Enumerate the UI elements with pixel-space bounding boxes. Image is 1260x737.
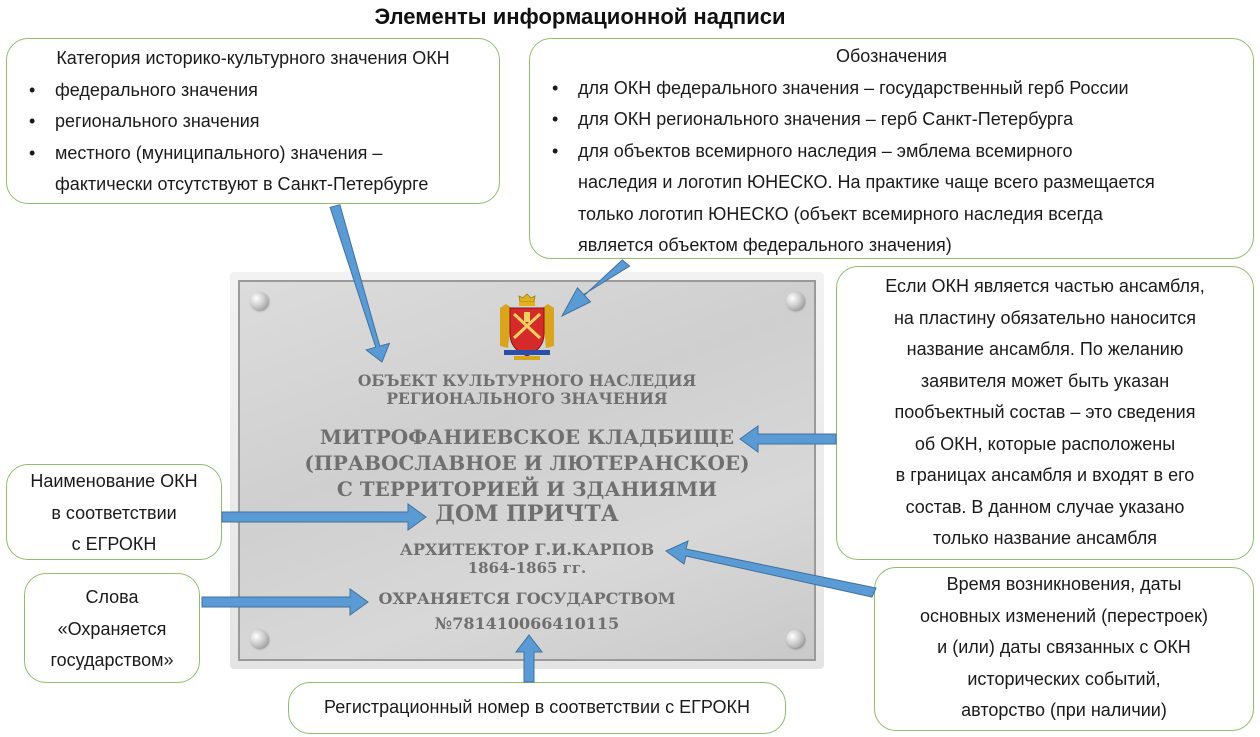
ensemble-line: заявителя может быть указан xyxy=(920,370,1170,391)
plaque-name-line: МИТРОФАНИЕВСКОЕ КЛАДБИЩЕ xyxy=(319,425,735,449)
dates-line: основных изменений (перестроек) xyxy=(919,605,1209,626)
ensemble-line: в границах ансамбля и входят в его xyxy=(895,465,1195,485)
plaque: ОБЪЕКТ КУЛЬТУРНОГО НАСЛЕДИЯ РЕГИОНАЛЬНОГ… xyxy=(230,272,824,669)
arrow-symbols xyxy=(560,259,631,318)
list-item: для ОКН федерального значения – государс… xyxy=(552,73,1253,105)
plaque-house: ДОМ ПРИЧТА xyxy=(435,501,619,527)
plaque-object-name: МИТРОФАНИЕВСКОЕ КЛАДБИЩЕ (ПРАВОСЛАВНОЕ И… xyxy=(230,424,824,502)
arrow-words xyxy=(201,588,369,616)
list-item-continuation: фактически отсутствуют в Санкт-Петербург… xyxy=(55,174,429,194)
dates-box: Время возникновения, даты основных измен… xyxy=(874,567,1254,731)
screw-icon xyxy=(250,292,268,310)
dates-line: Время возникновения, даты xyxy=(946,574,1182,594)
ensemble-line: состав. В данном случае указано xyxy=(905,496,1185,517)
list-item: местного (муниципального) значения – xyxy=(29,138,499,170)
plaque-name-line: (ПРАВОСЛАВНОЕ И ЛЮТЕРАНСКОЕ) xyxy=(304,451,750,475)
ensemble-line: Если ОКН является частью ансамбля, xyxy=(885,276,1205,296)
plaque-dates: 1864-1865 гг. xyxy=(467,559,587,577)
ensemble-line: только название ансамбля xyxy=(933,528,1157,548)
list-item: федерального значения xyxy=(29,75,499,107)
dates-line: авторство (при наличии) xyxy=(961,700,1167,720)
symbols-heading: Обозначения xyxy=(835,46,948,66)
arrow-dates xyxy=(665,540,877,598)
regnum-text: Регистрационный номер в соответствии с Е… xyxy=(324,697,750,717)
list-item: для ОКН регионального значения – герб Са… xyxy=(552,104,1253,136)
regnum-box: Регистрационный номер в соответствии с Е… xyxy=(288,682,786,734)
ensemble-box: Если ОКН является частью ансамбля, на пл… xyxy=(836,266,1254,560)
ensemble-line: на пластину обязательно наносится xyxy=(893,307,1197,328)
arrow-name xyxy=(221,503,427,531)
list-item-continuation: только логотип ЮНЕСКО (объект всемирного… xyxy=(578,203,1103,224)
words-line: государством» xyxy=(50,650,174,670)
list-item-continuation: наследия и логотип ЮНЕСКО. На практике ч… xyxy=(578,172,1155,192)
plaque-name-line: С ТЕРРИТОРИЕЙ И ЗДАНИЯМИ xyxy=(336,477,718,501)
arrow-category xyxy=(329,204,391,363)
list-item: для объектов всемирного наследия – эмбле… xyxy=(552,136,1253,168)
name-line: в соответствии xyxy=(51,502,177,523)
diagram-title: Элементы информационной надписи xyxy=(374,4,786,29)
screw-icon xyxy=(250,630,268,648)
dates-line: и (или) даты связанных с ОКН xyxy=(937,637,1191,657)
plaque-number: №781410066410115 xyxy=(434,614,620,633)
words-line: «Охраняется xyxy=(57,618,167,639)
plaque-architect: АРХИТЕКТОР Г.И.КАРПОВ xyxy=(399,540,655,559)
arrow-ensemble xyxy=(739,425,837,453)
category-heading: Категория историко-культурного значения … xyxy=(56,48,450,68)
symbols-list: для ОКН федерального значения – государс… xyxy=(530,73,1253,168)
list-item: регионального значения xyxy=(29,106,499,138)
plaque-protected: ОХРАНЯЕТСЯ ГОСУДАРСТВОМ xyxy=(378,589,676,608)
plaque-category-line: РЕГИОНАЛЬНОГО ЗНАЧЕНИЯ xyxy=(386,389,668,408)
name-line: с ЕГРОКН xyxy=(71,534,157,554)
arrow-regnum xyxy=(514,634,544,683)
words-line: Слова xyxy=(85,587,139,607)
screw-icon xyxy=(786,292,804,310)
ensemble-line: название ансамбля. По желанию xyxy=(906,339,1184,359)
name-box: Наименование ОКН в соответствии с ЕГРОКН xyxy=(6,464,222,560)
coat-of-arms-icon xyxy=(500,293,554,360)
dates-line: исторических событий, xyxy=(967,668,1161,689)
category-box: Категория историко-культурного значения … xyxy=(6,38,500,204)
words-box: Слова «Охраняется государством» xyxy=(24,573,200,683)
plaque-category-line: ОБЪЕКТ КУЛЬТУРНОГО НАСЛЕДИЯ xyxy=(357,371,697,390)
list-item-continuation: является объектом федерального значения) xyxy=(578,235,952,255)
ensemble-line: пообъектный состав – это сведения xyxy=(894,402,1196,422)
name-line: Наименование ОКН xyxy=(30,471,198,491)
symbols-box: Обозначения для ОКН федерального значени… xyxy=(529,38,1254,259)
plaque-category: ОБЪЕКТ КУЛЬТУРНОГО НАСЛЕДИЯ РЕГИОНАЛЬНОГ… xyxy=(230,372,824,408)
screw-icon xyxy=(786,630,804,648)
ensemble-line: об ОКН, которые расположены xyxy=(914,433,1176,454)
category-list: федерального значения регионального знач… xyxy=(7,75,499,170)
